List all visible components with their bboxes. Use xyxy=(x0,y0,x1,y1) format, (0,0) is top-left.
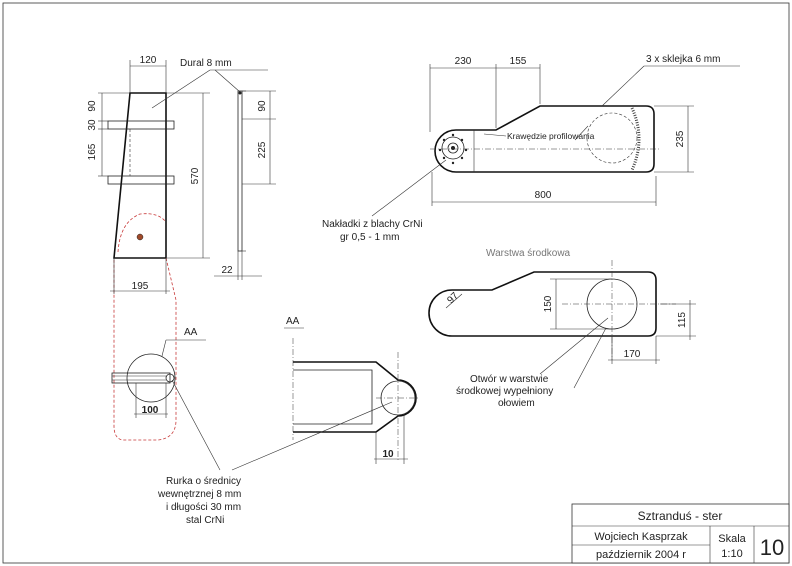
dim-97: 97 xyxy=(445,290,461,306)
dim-30: 30 xyxy=(87,119,98,131)
dim-570: 570 xyxy=(190,167,201,184)
dim-22: 22 xyxy=(221,265,233,276)
dural-callout: Dural 8 mm xyxy=(151,58,268,109)
scale-label: Skala xyxy=(718,533,746,545)
dim-115: 115 xyxy=(677,312,688,328)
side-view-dimensions: 120 90 30 165 570 195 xyxy=(87,55,210,294)
label-otwor-1: Otwór w warstwie xyxy=(470,374,549,385)
dim-235: 235 xyxy=(675,130,686,147)
dim-230: 230 xyxy=(455,56,472,67)
lead-hole-callout: Otwór w warstwie środkowej wypełniony oł… xyxy=(456,317,609,409)
dim-100: 100 xyxy=(142,405,159,416)
label-rurka-2: wewnętrznej 8 mm xyxy=(157,489,241,500)
label-otwor-3: ołowiem xyxy=(498,398,535,409)
tiller-top-view xyxy=(430,105,660,173)
label-aa-1: AA xyxy=(184,327,198,338)
rudder-edge-view: 90 225 22 xyxy=(214,90,276,280)
dim-120: 120 xyxy=(140,55,157,66)
label-rurka-3: i długości 30 mm xyxy=(166,502,241,513)
sheet-number: 10 xyxy=(760,535,784,560)
drawing-title: Sztranduś - ster xyxy=(638,509,723,523)
label-dural: Dural 8 mm xyxy=(180,58,232,69)
tube-callout: Rurka o średnicy wewnętrznej 8 mm i dług… xyxy=(157,379,393,526)
tiller-top-dimensions: 230 155 235 800 xyxy=(429,56,694,206)
label-nakladki-2: gr 0,5 - 1 mm xyxy=(340,232,399,243)
dim-170: 170 xyxy=(624,349,641,360)
label-nakladki-1: Nakładki z blachy CrNi xyxy=(322,219,423,230)
label-aa-2: AA xyxy=(286,316,300,327)
section-aa: AA 10 xyxy=(284,316,420,464)
title-block: Sztranduś - ster Wojciech Kasprzak paźdz… xyxy=(571,503,790,564)
label-sklejka: 3 x sklejka 6 mm xyxy=(646,54,720,65)
detail-aa-circle: 100 AA xyxy=(111,327,206,418)
dim-90b: 90 xyxy=(257,100,268,112)
dim-225: 225 xyxy=(257,141,268,158)
drawing-date: październik 2004 r xyxy=(596,549,686,561)
tiller-top-callouts: 3 x sklejka 6 mm Krawędzie profilowania … xyxy=(322,54,740,243)
dim-150: 150 xyxy=(543,295,554,312)
dim-800: 800 xyxy=(535,190,552,201)
dim-90a: 90 xyxy=(87,100,98,112)
label-rurka-4: stal CrNi xyxy=(186,515,224,526)
drawing-author: Wojciech Kasprzak xyxy=(594,531,688,543)
dim-155: 155 xyxy=(510,56,527,67)
dim-10: 10 xyxy=(382,449,394,460)
label-warstwa: Warstwa środkowa xyxy=(486,248,571,259)
dim-165: 165 xyxy=(87,143,98,160)
middle-layer-dimensions: 150 115 170 xyxy=(543,278,696,364)
label-rurka-1: Rurka o średnicy xyxy=(166,476,241,487)
scale-value: 1:10 xyxy=(721,548,742,560)
dim-195: 195 xyxy=(132,281,149,292)
label-otwor-2: środkowej wypełniony xyxy=(456,386,553,397)
label-krawedzie: Krawędzie profilowania xyxy=(507,131,595,141)
